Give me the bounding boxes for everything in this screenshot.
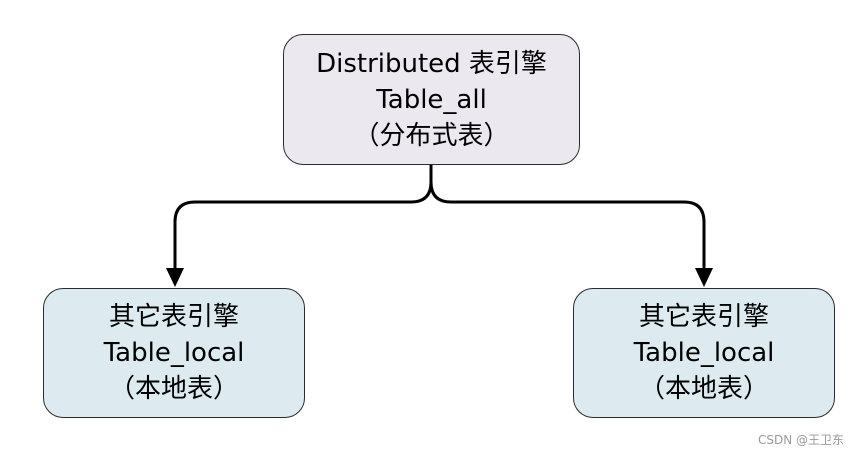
watermark-text: CSDN @王卫东 xyxy=(757,433,844,447)
node-description: （本地表） xyxy=(638,374,769,404)
node-description: （本地表） xyxy=(108,374,239,404)
node-title: 其它表引擎 xyxy=(638,302,769,332)
connector-left xyxy=(173,165,433,270)
node-description: （分布式表） xyxy=(353,120,510,151)
distributed-table-node: Distributed 表引擎 Table_all （分布式表） xyxy=(283,34,580,165)
node-title: 其它表引擎 xyxy=(108,302,239,332)
connector-right xyxy=(429,165,706,270)
node-title: Distributed 表引擎 xyxy=(316,48,547,79)
arrowhead-right xyxy=(695,268,713,287)
node-table-name: Table_all xyxy=(376,84,487,115)
local-table-node-right: 其它表引擎 Table_local （本地表） xyxy=(573,288,835,418)
node-table-name: Table_local xyxy=(103,338,245,368)
node-table-name: Table_local xyxy=(633,338,775,368)
arrowhead-left xyxy=(166,268,184,287)
local-table-node-left: 其它表引擎 Table_local （本地表） xyxy=(43,288,305,418)
